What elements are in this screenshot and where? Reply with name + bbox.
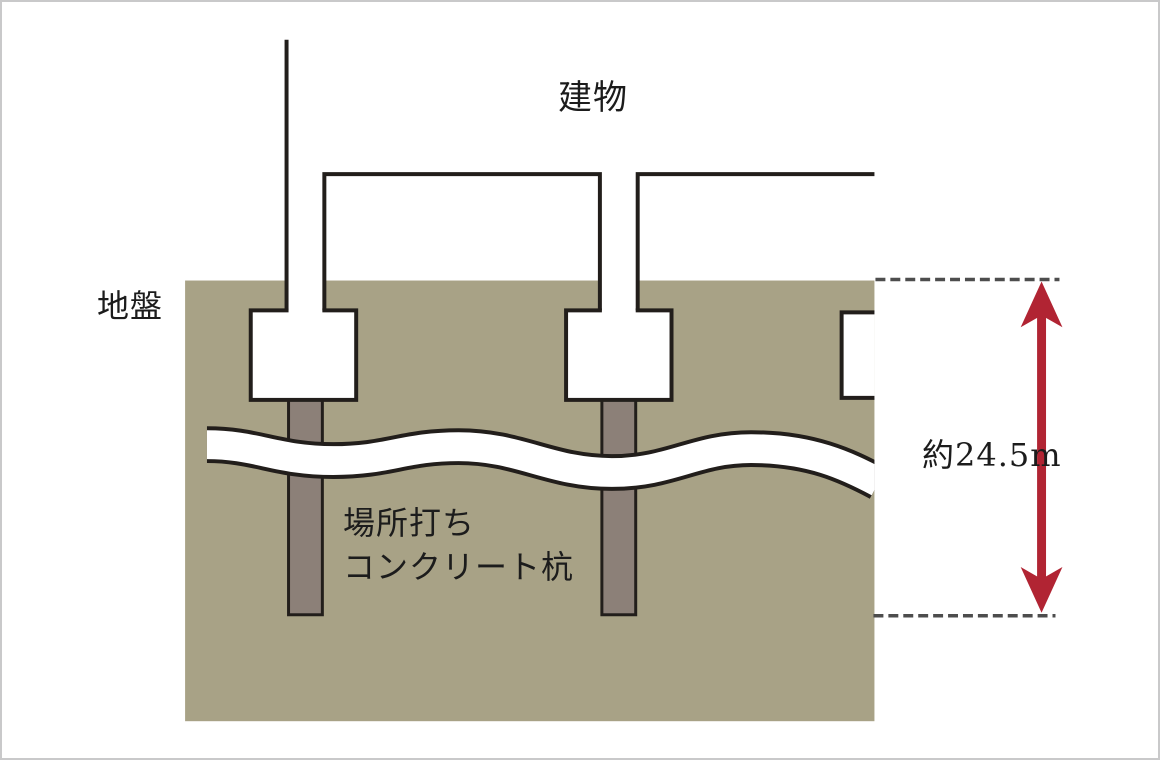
- pile-type-label-line2: コンクリート杭: [343, 548, 575, 586]
- pile-2: [600, 396, 638, 617]
- pile-cap-2: [564, 308, 674, 402]
- building-label: 建物: [558, 78, 628, 118]
- soil-break-wave: [206, 426, 875, 499]
- cap-2-column-opening: [601, 306, 636, 317]
- building-bay-2-outline: [635, 172, 875, 311]
- ground-label: 地盤: [97, 287, 164, 325]
- pile-type-label: 場所打ち コンクリート杭: [343, 501, 574, 589]
- depth-arrow-head-down-icon: [1020, 567, 1063, 613]
- soil-break-wave-fill: [206, 430, 875, 496]
- depth-label: 約24.5m: [922, 436, 1062, 474]
- depth-arrow-shaft: [1037, 313, 1047, 582]
- cap-1-column-opening: [288, 306, 323, 317]
- depth-arrow-head-up-icon: [1020, 281, 1063, 328]
- pile-cap-3-partial: [839, 310, 875, 400]
- pile-type-label-line1: 場所打ち: [343, 504, 476, 542]
- depth-arrow: [1020, 281, 1063, 613]
- pile-cap-1: [248, 308, 359, 402]
- building-bay-1-outline: [322, 172, 602, 311]
- pile-1: [287, 396, 324, 617]
